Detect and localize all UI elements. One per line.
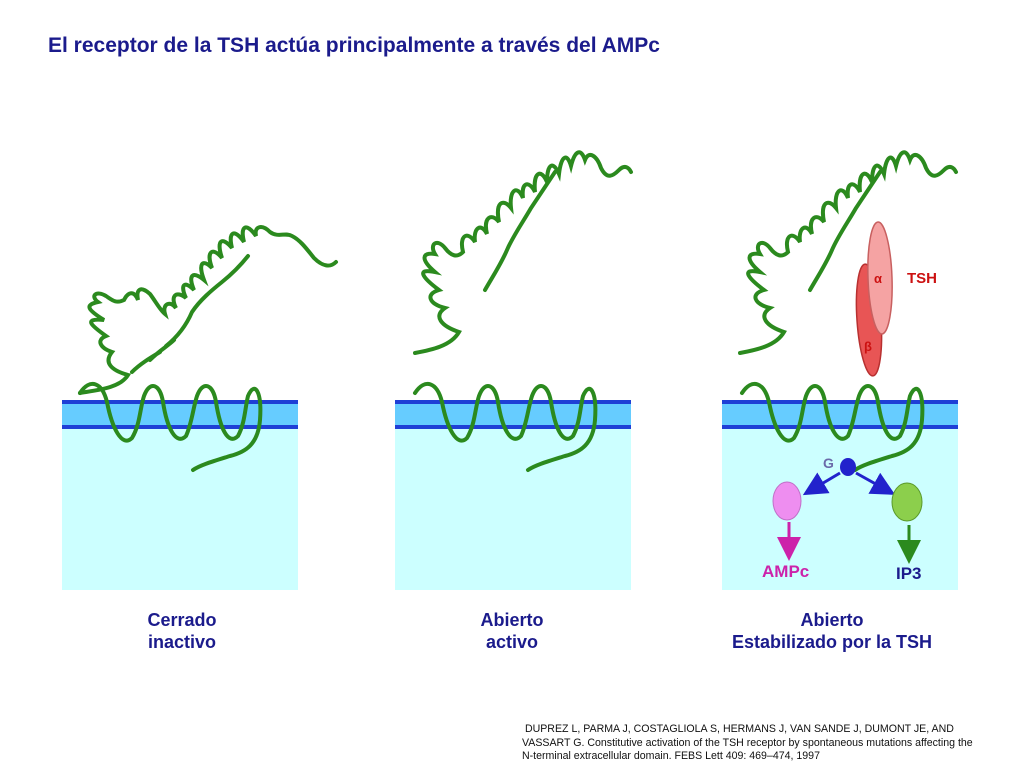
g-protein bbox=[840, 458, 856, 476]
caption-line2: Estabilizado por la TSH bbox=[731, 632, 933, 652]
receptor-transmembrane bbox=[413, 381, 598, 472]
tsh-label: TSH bbox=[907, 270, 937, 287]
receptor-extracellular bbox=[413, 150, 633, 355]
arrow-g-to-ip3-effector bbox=[855, 471, 896, 495]
cytoplasm-box bbox=[62, 427, 298, 590]
ip3-label: IP3 bbox=[896, 564, 922, 583]
membrane-band bbox=[62, 402, 298, 427]
cytoplasm-box bbox=[722, 427, 958, 590]
ampc-effector bbox=[772, 481, 802, 521]
ampc-label: AMPc bbox=[762, 562, 809, 581]
caption-closed: Cerrado inactivo bbox=[82, 609, 282, 653]
tsh-beta-label: β bbox=[864, 339, 872, 354]
caption-line1: Cerrado bbox=[147, 610, 217, 630]
reference-line: N-terminal extracellular domain. FEBS Le… bbox=[522, 750, 820, 762]
caption-line1: Abierto bbox=[800, 610, 864, 630]
receptor-transmembrane bbox=[740, 381, 925, 472]
g-protein-label: G bbox=[823, 455, 834, 471]
caption-line2: inactivo bbox=[147, 632, 217, 652]
membrane-band bbox=[722, 402, 958, 427]
reference-line: VASSART G. Constitutive activation of th… bbox=[522, 736, 973, 749]
panel-closed bbox=[62, 225, 338, 590]
tsh-alpha-subunit bbox=[867, 221, 893, 335]
caption-open-tsh: Abierto Estabilizado por la TSH bbox=[702, 609, 962, 653]
tsh-alpha-label: α bbox=[874, 271, 882, 286]
caption-line2: activo bbox=[485, 632, 539, 652]
membrane-band bbox=[395, 402, 631, 427]
receptor-extracellular bbox=[738, 150, 958, 355]
panel-open-active bbox=[395, 150, 633, 590]
cytoplasm-box bbox=[395, 427, 631, 590]
caption-line1: Abierto bbox=[480, 610, 544, 630]
ip3-effector bbox=[891, 482, 923, 522]
caption-open-active: Abierto activo bbox=[412, 609, 612, 653]
reference-citation: DUPREZ L, PARMA J, COSTAGLIOLA S, HERMAN… bbox=[522, 723, 1014, 764]
arrow-g-to-ampc-effector bbox=[802, 471, 841, 496]
panel-open-tsh: α β TSH G AMPc IP3 bbox=[722, 150, 958, 590]
reference-line: DUPREZ L, PARMA J, COSTAGLIOLA S, HERMAN… bbox=[522, 723, 954, 735]
page-title: El receptor de la TSH actúa principalmen… bbox=[48, 34, 660, 57]
